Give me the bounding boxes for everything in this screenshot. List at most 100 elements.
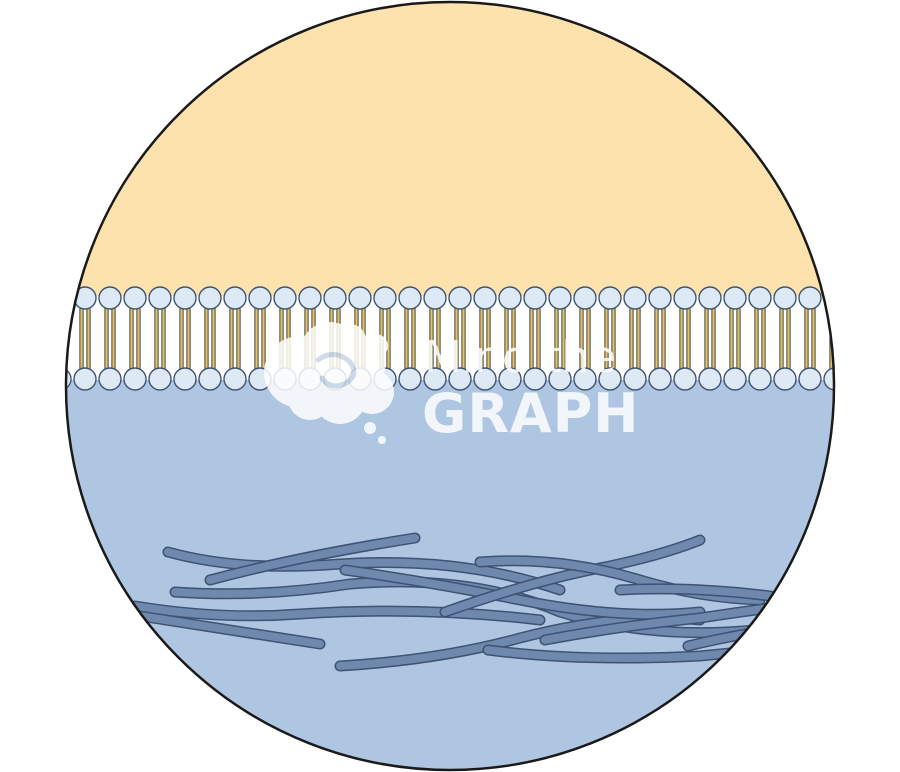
lipid-head-top: [448, 286, 472, 310]
lipid-head-top: [698, 286, 722, 310]
lipid-tail: [62, 306, 65, 372]
lipid-head-top: [223, 286, 247, 310]
phospholipid: [748, 286, 772, 391]
phospholipid: [523, 286, 547, 391]
lipid-head-bottom: [773, 367, 797, 391]
lipid-head-top: [748, 286, 772, 310]
lipid-head-top: [423, 286, 447, 310]
lipid-head-bottom: [573, 367, 597, 391]
phospholipid: [773, 286, 797, 391]
lipid-head-top: [823, 286, 834, 310]
lipid-head-bottom: [123, 367, 147, 391]
lipid-tail: [129, 305, 134, 373]
lipid-head-bottom: [548, 367, 572, 391]
lipid-tail: [236, 305, 241, 373]
lipid-head-top: [598, 286, 622, 310]
lipid-tail: [779, 305, 784, 373]
phospholipid: [173, 286, 197, 391]
lipid-head-bottom: [398, 367, 422, 391]
lipid-head-bottom: [498, 367, 522, 391]
phospholipid: [548, 286, 572, 391]
lipid-head-bottom: [448, 367, 472, 391]
lipid-head-top: [98, 286, 122, 310]
lipid-tail: [104, 305, 109, 373]
lipid-tail: [404, 305, 409, 373]
lipid-tail: [154, 305, 159, 373]
phospholipid: [573, 286, 597, 391]
upper-region: [66, 2, 834, 300]
lipid-tail: [704, 305, 709, 373]
logo-lobe: [334, 324, 366, 356]
lipid-head-top: [198, 286, 222, 310]
lipid-head-top: [248, 286, 272, 310]
lipid-tail: [686, 305, 691, 373]
watermark-line2: GRAPH: [422, 382, 639, 445]
phospholipid: [98, 286, 122, 391]
lipid-head-bottom: [698, 367, 722, 391]
lipid-head-bottom: [623, 367, 647, 391]
lipid-head-top: [123, 286, 147, 310]
lipid-head-bottom: [748, 367, 772, 391]
lipid-tail: [136, 305, 141, 373]
lipid-tail: [711, 305, 716, 373]
watermark-line1: Mind the: [424, 332, 616, 383]
lipid-head-bottom: [473, 367, 497, 391]
lipid-head-top: [373, 286, 397, 310]
watermark: Mind the GRAPH: [264, 322, 639, 445]
phospholipid: [148, 286, 172, 391]
phospholipid: [673, 286, 697, 391]
lipid-head-top: [648, 286, 672, 310]
lipid-tail: [736, 305, 741, 373]
collagen-fiber: [474, 555, 766, 606]
lipid-head-bottom: [523, 367, 547, 391]
lipid-head-top: [66, 286, 72, 310]
lipid-head-bottom: [423, 367, 447, 391]
lipid-head-bottom: [798, 367, 822, 391]
phospholipid: [498, 286, 522, 391]
collagen-fiber: [134, 610, 326, 650]
lipid-head-bottom: [648, 367, 672, 391]
phospholipid: [623, 286, 647, 391]
collagen-fiber: [129, 600, 546, 626]
lipid-head-bottom: [198, 367, 222, 391]
lipid-head-bottom: [673, 367, 697, 391]
lipid-head-top: [623, 286, 647, 310]
lipid-tail: [179, 305, 184, 373]
lipid-tail: [761, 305, 766, 373]
phospholipid: [223, 286, 247, 391]
lipid-tail: [786, 305, 791, 373]
lipid-tail: [729, 305, 734, 373]
phospholipid: [849, 287, 871, 390]
lipid-tail: [855, 306, 858, 372]
brain-logo-icon: [264, 322, 394, 444]
lipid-head-top: [723, 286, 747, 310]
lipid-tail: [754, 305, 759, 373]
lipid-tail: [804, 305, 809, 373]
lipid-head-bottom: [598, 367, 622, 391]
circle-outline: [64, 0, 836, 772]
logo-lobe: [364, 334, 388, 358]
lipid-tail: [661, 305, 666, 373]
lipid-head-top: [523, 286, 547, 310]
logo-bubble: [364, 422, 376, 434]
lipid-tail: [629, 305, 634, 373]
lipid-tail: [186, 305, 191, 373]
lipid-tail: [654, 305, 659, 373]
lipid-head-top: [673, 286, 697, 310]
phospholipid: [448, 286, 472, 391]
lipid-head-bottom: [173, 367, 197, 391]
lipid-head-bottom: [223, 367, 247, 391]
phospholipid: [398, 286, 422, 391]
lipid-tail: [411, 305, 416, 373]
lipid-tail: [636, 305, 641, 373]
phospholipid: [423, 286, 447, 391]
collagen-fiber: [204, 532, 421, 586]
lipid-tail: [679, 305, 684, 373]
phospholipid: [598, 286, 622, 391]
lipid-head-top: [773, 286, 797, 310]
lipid-head-bottom: [98, 367, 122, 391]
lipid-tail: [261, 305, 266, 373]
lipid-head-bottom: [823, 367, 834, 391]
lipid-head-top: [398, 286, 422, 310]
phospholipid: [698, 286, 722, 391]
